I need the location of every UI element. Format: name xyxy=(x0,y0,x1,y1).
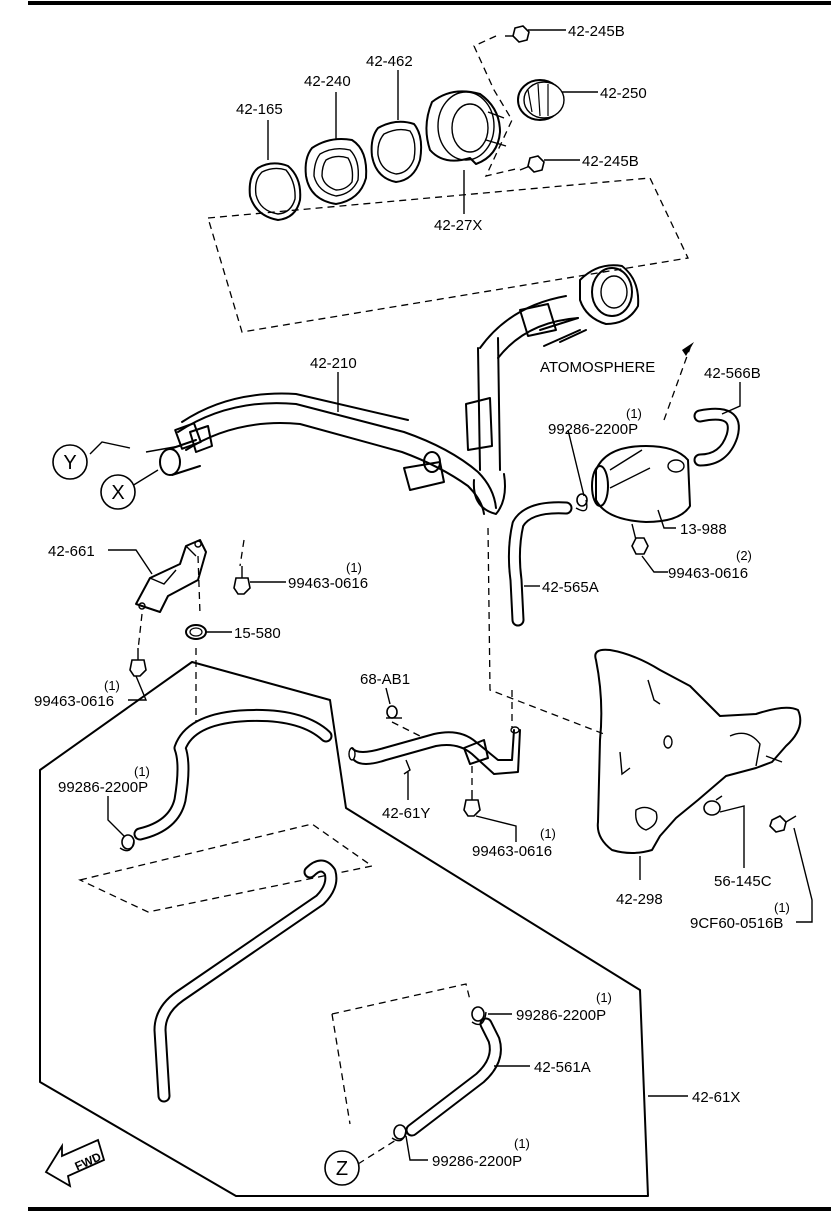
marker-y: Y xyxy=(52,444,88,480)
clip-68-AB1 xyxy=(386,705,402,719)
leader-lines xyxy=(89,29,813,1165)
heat-shield-42-298 xyxy=(594,648,802,854)
clamp-15-580 xyxy=(185,624,207,640)
svg-text:Z: Z xyxy=(336,1158,348,1180)
bracket-42-661 xyxy=(135,539,207,613)
marker-z: Z xyxy=(324,1150,360,1186)
label-99286-2200P-bottom: 99286-2200P xyxy=(432,1153,522,1170)
label-clip-top-qty: (1) xyxy=(626,406,642,421)
svg-text:X: X xyxy=(111,482,124,504)
filler-housing-42-27X xyxy=(425,90,501,165)
label-bolt-shield-qty: (1) xyxy=(774,900,790,915)
bolt-99463-0616-mid xyxy=(463,790,481,817)
hose-upper-61X xyxy=(133,708,333,841)
bolt-9CF60-0516B xyxy=(769,815,797,833)
evap-canister-13-988 xyxy=(591,445,691,523)
label-bolt-bracket-right-qty: (1) xyxy=(346,560,362,575)
label-42-165: 42-165 xyxy=(236,101,283,118)
label-42-250: 42-250 xyxy=(600,85,647,102)
svg-text:Y: Y xyxy=(63,452,76,474)
label-68-AB1: 68-AB1 xyxy=(360,671,410,688)
fastener-56-145C xyxy=(663,735,723,816)
bolt-42-245B-top xyxy=(505,25,530,43)
bolt-42-245B-lower xyxy=(519,155,545,173)
label-42-61Y: 42-61Y xyxy=(382,805,430,822)
label-bolt-bracket-left-qty: (1) xyxy=(104,678,120,693)
clip-99286-2200P-low xyxy=(471,1006,487,1026)
filler-pipe-end xyxy=(159,448,181,476)
label-42-27X: 42-27X xyxy=(434,217,482,234)
label-99463-0616-mid: 99463-0616 xyxy=(472,843,552,860)
fuel-cap-42-250 xyxy=(517,79,565,121)
bolt-99463-0616-bracket-left xyxy=(129,648,147,677)
label-99463-0616-canister: 99463-0616 xyxy=(668,565,748,582)
label-bolt-mid-qty: (1) xyxy=(540,826,556,841)
hose-42-561A xyxy=(405,1017,502,1137)
label-99463-0616-bracket-left: 99463-0616 xyxy=(34,693,114,710)
hose-42-565A xyxy=(507,501,573,627)
filler-pipe-42-210 xyxy=(145,264,640,515)
label-9CF60-0516B: 9CF60-0516B xyxy=(690,915,783,932)
bolt-99463-0616-canister xyxy=(631,523,649,555)
filler-neck xyxy=(579,264,640,325)
pipe-42-61Y xyxy=(348,726,521,775)
marker-x: X xyxy=(100,474,136,510)
assembly-42-61X-outline xyxy=(39,661,649,1197)
hose-long-61X xyxy=(153,859,338,1103)
label-99286-2200P-low: 99286-2200P xyxy=(516,1007,606,1024)
label-42-210: 42-210 xyxy=(310,355,357,372)
label-42-566B: 42-566B xyxy=(704,365,761,382)
atmosphere-arrow xyxy=(682,342,694,356)
gasket-dashed-box xyxy=(207,177,689,333)
label-13-988: 13-988 xyxy=(680,521,727,538)
label-42-298: 42-298 xyxy=(616,891,663,908)
clip-99286-2200P-left xyxy=(119,834,135,852)
label-clip-low-qty: (1) xyxy=(596,990,612,1005)
label-42-61X: 42-61X xyxy=(692,1089,740,1106)
label-15-580: 15-580 xyxy=(234,625,281,642)
label-99463-0616-bracket-right: 99463-0616 xyxy=(288,575,368,592)
bolt-99463-0616-bracket-right xyxy=(233,566,251,595)
label-42-561A: 42-561A xyxy=(534,1059,591,1076)
label-56-145C: 56-145C xyxy=(714,873,772,890)
label-99286-2200P-left: 99286-2200P xyxy=(58,779,148,796)
label-42-245B-lower: 42-245B xyxy=(582,153,639,170)
hose-42-566B xyxy=(693,407,740,467)
clip-99286-2200P-canister xyxy=(575,493,588,512)
label-99286-2200P-top: 99286-2200P xyxy=(548,421,638,438)
label-42-565A: 42-565A xyxy=(542,579,599,596)
label-42-245B-top: 42-245B xyxy=(568,23,625,40)
gasket-42-462 xyxy=(370,120,423,183)
label-42-240: 42-240 xyxy=(304,73,351,90)
fwd-arrow-icon: FWD xyxy=(44,1138,106,1188)
gasket-42-240 xyxy=(304,138,368,205)
label-clip-left-qty: (1) xyxy=(134,764,150,779)
clip-99286-2200P-bottom xyxy=(391,1124,407,1142)
label-atmosphere: ATOMOSPHERE xyxy=(540,359,655,376)
gasket-42-165 xyxy=(248,162,302,221)
label-bolt-canister-qty: (2) xyxy=(736,548,752,563)
label-clip-bottom-qty: (1) xyxy=(514,1136,530,1151)
label-42-462: 42-462 xyxy=(366,53,413,70)
label-42-661: 42-661 xyxy=(48,543,95,560)
filler-cap-group xyxy=(207,25,689,333)
